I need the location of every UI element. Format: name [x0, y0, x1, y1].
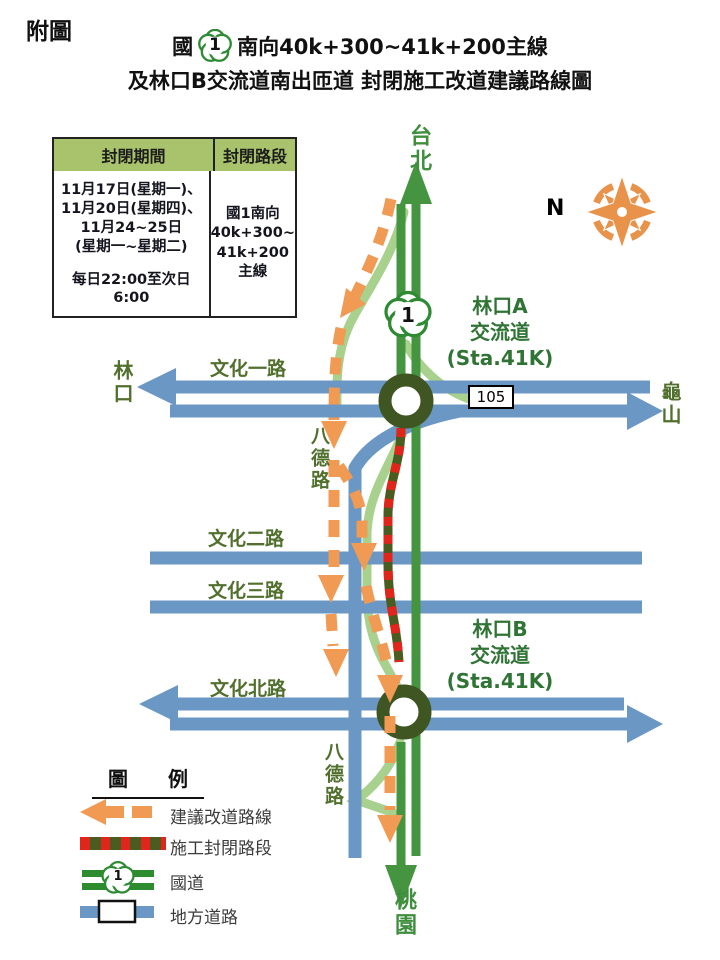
highway-arrows [385, 161, 432, 908]
period-line: 11月20日(星期四)、 [60, 201, 202, 218]
interchange-a-ring [378, 373, 434, 429]
section-line: 40k+300~ [210, 225, 295, 242]
dest-guishan: 龜山 [658, 381, 682, 427]
compass-north-label: N [546, 196, 565, 221]
label-wenhua3: 文化三路 [208, 580, 285, 602]
arrow-to-linkou [137, 368, 176, 406]
period-line: 11月17日(星期一)、 [60, 182, 202, 198]
interchange-b-line1: 林口B [472, 617, 528, 641]
compass-icon [584, 174, 660, 250]
map-shield-number: 1 [401, 303, 415, 327]
page-title: 國 1 南向40k+300~41k+200主線 及林口B交流道南出匝道 封閉施工… [0, 28, 720, 95]
legend-highway-icon [82, 861, 154, 894]
legend-item-detour: 建議改道路線 [170, 808, 272, 828]
road-bade [348, 404, 462, 858]
header-closure-section: 封閉路段 [215, 139, 295, 171]
table-header-row: 封閉期間 封閉路段 [54, 139, 295, 171]
interchange-b-line2: 交流道 [470, 643, 530, 667]
closure-info-table: 封閉期間 封閉路段 11月17日(星期一)、 11月20日(星期四)、 11月2… [52, 137, 297, 319]
section-line: 國1南向 [226, 206, 280, 223]
title-suffix: 南向40k+300~41k+200主線 [237, 35, 548, 59]
dest-taoyuan: 桃園 [391, 888, 416, 938]
interchange-a-line1: 林口A [472, 294, 528, 318]
table-body-row: 11月17日(星期一)、 11月20日(星期四)、 11月24~25日 (星期一… [54, 171, 295, 317]
title-prefix: 國 [172, 35, 194, 59]
title-highway-shield-icon: 1 [198, 29, 232, 63]
legend-icons [80, 799, 166, 924]
legend-local-road-icon [80, 899, 154, 924]
cell-closure-section: 國1南向 40k+300~ 41k+200 主線 [211, 171, 295, 316]
period-line: (星期一~星期二) [75, 239, 188, 256]
dest-taipei: 台北 [406, 124, 431, 174]
legend-item-closure: 施工封閉路段 [170, 839, 272, 859]
arrow-to-taipei [400, 161, 432, 204]
period-line: 11月24~25日 [80, 220, 183, 237]
label-interchange-b: 林口B 交流道 (Sta.41K) [438, 616, 562, 694]
interchange-a-line2: 交流道 [470, 320, 530, 344]
arrow-wenhuabei-east [627, 705, 663, 743]
header-closure-period: 封閉期間 [54, 139, 215, 171]
figure-label: 附圖 [26, 19, 72, 45]
title-line-1: 國 1 南向40k+300~41k+200主線 [0, 28, 720, 64]
title-shield-number: 1 [209, 35, 221, 55]
label-interchange-a: 林口A 交流道 (Sta.41K) [438, 293, 562, 371]
route-105-marker: 105 [468, 385, 514, 409]
legend-item-local-road: 地方道路 [170, 908, 238, 928]
legend-item-highway: 國道 [170, 874, 204, 894]
legend-shield-number: 1 [113, 869, 123, 884]
closed-section [383, 427, 406, 663]
label-bade-upper: 八德路 [308, 426, 330, 492]
legend-detour-icon [80, 799, 124, 825]
period-time: 每日22:00至次日6:00 [71, 271, 191, 307]
arrow-to-taoyuan [385, 865, 417, 908]
title-line-2: 及林口B交流道南出匝道 封閉施工改道建議路線圖 [127, 69, 593, 93]
legend-closure-icon [80, 837, 166, 850]
legend-title: 圖 例 [92, 763, 204, 799]
local-road-arrows [137, 368, 663, 743]
arrow-to-guishan [627, 392, 663, 430]
dest-linkou: 林口 [110, 360, 134, 406]
label-wenhua1: 文化一路 [210, 358, 287, 380]
interchange-a-line3: (Sta.41K) [446, 346, 554, 370]
interchange-b-line3: (Sta.41K) [446, 669, 554, 693]
detour-arrowheads [318, 288, 403, 843]
label-wenhuabei: 文化北路 [210, 678, 287, 700]
detour-route [325, 197, 397, 810]
label-wenhua2: 文化二路 [208, 528, 285, 550]
label-bade-lower: 八德路 [322, 742, 344, 808]
cell-closure-period: 11月17日(星期一)、 11月20日(星期四)、 11月24~25日 (星期一… [54, 171, 211, 317]
section-line: 41k+200 [216, 244, 289, 261]
section-line: 主線 [238, 263, 268, 280]
arrow-wenhuabei-west [139, 685, 178, 723]
